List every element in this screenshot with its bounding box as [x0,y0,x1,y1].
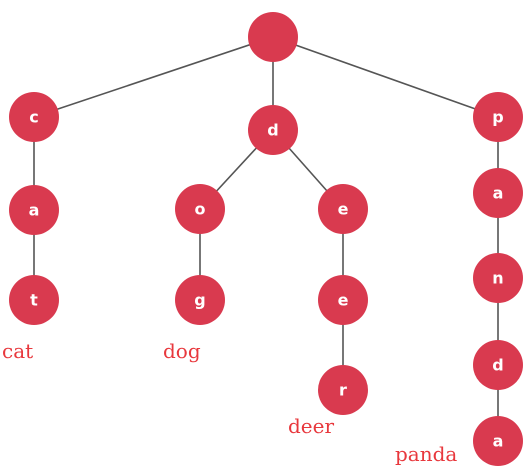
node-circle [318,184,368,234]
node-circle [473,340,523,390]
node-pa: a [473,168,523,218]
node-circle [175,184,225,234]
node-root [248,12,298,62]
edge-root-p [272,36,499,118]
node-letter: d [492,356,503,375]
word-label-panda: panda [395,442,457,466]
node-ca: a [9,185,59,235]
node-circle [175,275,225,325]
node-circle [473,168,523,218]
word-label-dog: dog [163,339,201,363]
node-pand: d [473,340,523,390]
node-circle [473,92,523,142]
node-circle [248,105,298,155]
node-do: o [175,184,225,234]
node-letter: t [30,291,38,310]
edges [33,36,499,441]
node-letter: a [493,184,504,203]
node-circle [473,416,523,466]
node-letter: c [29,108,38,127]
node-circle [9,275,59,325]
node-circle [9,92,59,142]
node-letter: a [493,432,504,451]
node-pan: n [473,253,523,303]
node-letter: e [338,291,349,310]
edge-root-c [33,36,274,118]
node-d: d [248,105,298,155]
node-cat: t [9,275,59,325]
node-deer: r [318,365,368,415]
node-letter: p [492,108,503,127]
node-p: p [473,92,523,142]
node-dee: e [318,275,368,325]
node-circle [318,365,368,415]
node-letter: r [339,381,347,400]
node-letter: n [492,269,503,288]
node-de: e [318,184,368,234]
node-letter: a [29,201,40,220]
node-letter: e [338,200,349,219]
node-panda: a [473,416,523,466]
node-circle [473,253,523,303]
word-label-cat: cat [2,339,33,363]
node-circle [318,275,368,325]
node-letter: o [195,200,206,219]
node-circle [248,12,298,62]
node-letter: d [267,121,278,140]
node-c: c [9,92,59,142]
node-letter: g [194,291,205,310]
word-labels: cat dog deer panda [2,339,457,466]
word-label-deer: deer [288,414,334,438]
node-dog: g [175,275,225,325]
node-circle [9,185,59,235]
